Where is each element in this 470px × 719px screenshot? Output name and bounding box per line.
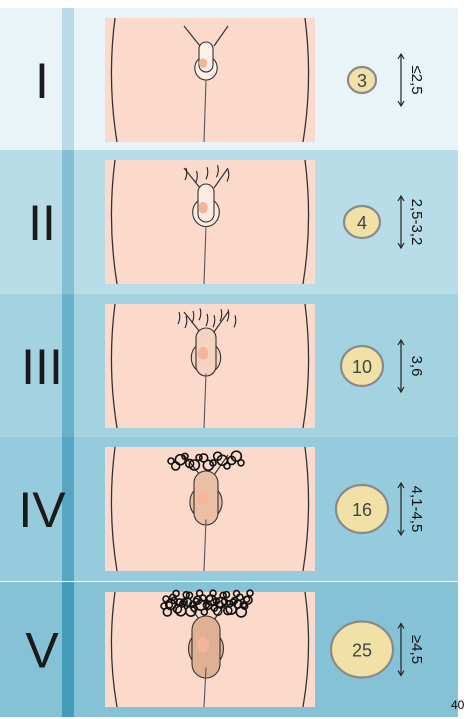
stage-row-3: III 10 3,6 — [0, 294, 458, 438]
stage-numeral: III — [21, 339, 63, 395]
stage-numeral: I — [35, 53, 49, 109]
glans — [198, 347, 209, 360]
body-illustration — [105, 590, 315, 707]
stage-stripe — [62, 8, 74, 152]
glans — [197, 637, 210, 652]
testis-length: 2,5-3,2 — [408, 199, 425, 246]
body-illustration — [105, 160, 315, 284]
testis-volume: 3 — [357, 71, 367, 91]
body-illustration — [105, 447, 315, 571]
stage-numeral: IV — [18, 482, 66, 538]
stage-stripe — [62, 294, 74, 438]
stage-numeral: V — [25, 623, 59, 679]
stage-stripe — [62, 582, 74, 717]
scale-note: 40 — [451, 698, 464, 712]
testis-volume: 16 — [352, 500, 372, 520]
penis — [199, 42, 213, 72]
stage-row-5: V 25 ≥4,5 — [0, 582, 458, 717]
testis-volume: 10 — [352, 357, 372, 377]
glans — [197, 491, 209, 505]
stage-row-1: I 3 ≤2,5 — [0, 8, 458, 152]
skin-panel — [105, 18, 315, 142]
glans — [198, 202, 208, 213]
testis-length: ≤2,5 — [408, 65, 425, 94]
body-illustration — [105, 304, 315, 428]
stage-numeral: II — [28, 195, 56, 251]
testis-length: 4,1-4,5 — [408, 486, 425, 533]
stage-row-4: IV 16 4,1-4,5 — [0, 437, 458, 581]
testis-volume: 25 — [352, 641, 372, 661]
testis-volume: 4 — [357, 213, 367, 233]
glans — [199, 58, 207, 68]
stage-stripe — [62, 150, 74, 294]
testis-length: 3,6 — [408, 356, 425, 377]
body-illustration — [105, 18, 315, 142]
stage-row-2: II 4 2,5-3,2 — [0, 150, 458, 294]
testis-length: ≥4,5 — [408, 635, 425, 664]
